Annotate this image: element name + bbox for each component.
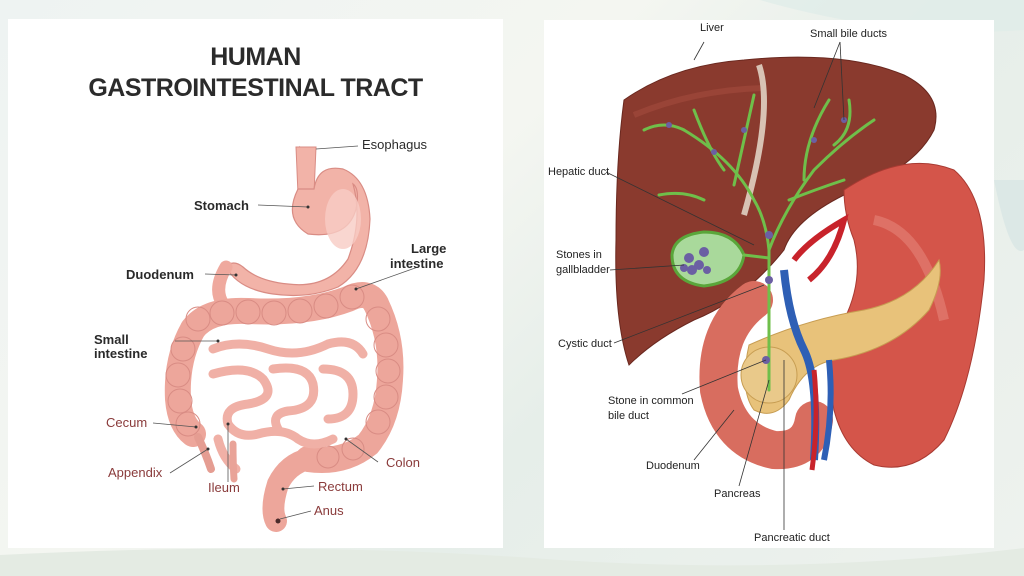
biliary-system-diagram-panel: Liver Small bile ducts Hepatic duct Ston… [544,20,994,548]
label-hepatic-duct: Hepatic duct [548,166,610,178]
label-rectum: Rectum [318,479,363,494]
label-stones-gallbladder-line1: Stones in [556,249,602,261]
transverse-colon [180,282,389,342]
diagram-title-line2: GASTROINTESTINAL TRACT [88,74,423,102]
descending-colon [295,291,404,473]
label-liver: Liver [700,22,724,34]
label-stones-gallbladder-line2: gallbladder [556,264,610,276]
label-small-intestine-line1: Small [94,332,129,347]
rectum [262,448,319,532]
label-cystic-duct: Cystic duct [558,338,612,350]
label-duodenum: Duodenum [126,267,194,282]
ascending-colon [164,316,206,447]
label-cecum: Cecum [106,415,148,430]
label-duodenum-right: Duodenum [646,460,700,472]
label-large-intestine-line2: intestine [390,256,444,271]
duodenum-shape [699,281,833,470]
label-appendix: Appendix [108,465,163,480]
small-intestine-coils [208,337,368,474]
red-vessel [791,213,849,283]
appendix [194,433,215,473]
label-anus: Anus [314,503,344,518]
label-colon: Colon [386,455,420,470]
gi-tract-illustration [152,145,419,532]
label-stone-common-line1: Stone in common [608,395,694,407]
label-small-intestine-line2: intestine [94,346,148,361]
label-stone-common-line2: bile duct [608,410,649,422]
ileum [229,440,238,483]
liver-biliary-illustration [605,41,986,530]
label-esophagus: Esophagus [362,137,428,152]
gi-tract-diagram-panel: HUMAN GASTROINTESTINAL TRACT Esophagus S… [8,19,503,548]
label-pancreas: Pancreas [714,488,761,500]
label-large-intestine-line1: Large [411,241,447,256]
label-small-bile-ducts: Small bile ducts [810,28,888,40]
label-ileum: Ileum [208,480,240,495]
label-stomach: Stomach [194,198,249,213]
diagram-title-line1: HUMAN [210,43,301,71]
label-pancreatic-duct: Pancreatic duct [754,532,830,544]
